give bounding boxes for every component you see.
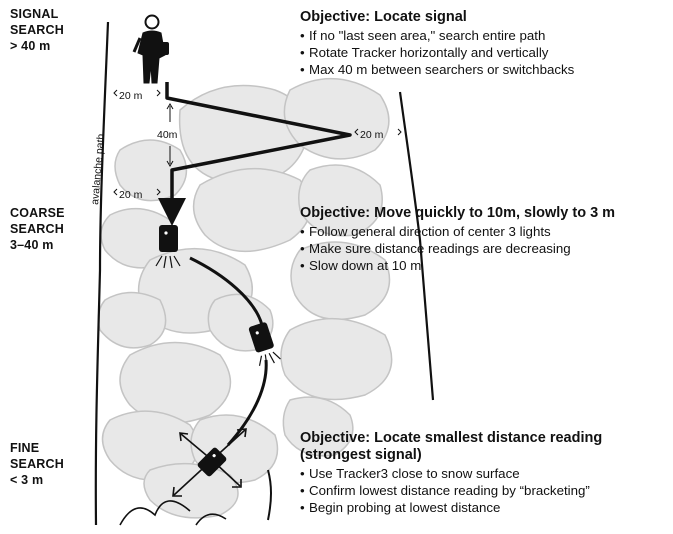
hiker-with-transceiver-icon (132, 14, 169, 84)
fine-approach-path (226, 359, 268, 447)
slope-edge-bottom-right (267, 469, 272, 521)
objective-bullet: Slow down at 10 m (300, 257, 672, 274)
spacing-label: 40m (157, 129, 178, 141)
transceiver-icon (155, 225, 181, 269)
distance-label-right: 20 m (360, 129, 384, 141)
objective-bullets: If no "last seen area," search entire pa… (300, 27, 672, 78)
spacing-indicator-40m (166, 103, 174, 167)
objective-bullet: Confirm lowest distance reading by “brac… (300, 482, 640, 499)
snow-surface-bottom (119, 500, 227, 526)
objective-title: Objective: Locate smallest distance read… (300, 430, 603, 463)
distance-label-lower-left: 20 m (119, 189, 143, 201)
objective-bullets: Use Tracker3 close to snow surface Confi… (300, 465, 640, 516)
objective-block-fine: Objective: Locate smallest distance read… (300, 430, 640, 516)
objective-bullet: Begin probing at lowest distance (300, 499, 640, 516)
objective-bullet: Use Tracker3 close to snow surface (300, 465, 640, 482)
objective-title: Objective: Move quickly to 10m, slowly t… (300, 205, 616, 221)
objective-bullets: Follow general direction of center 3 lig… (300, 223, 672, 274)
phase-label-coarse-search: COARSE SEARCH 3–40 m (10, 206, 65, 252)
objective-bullet: Follow general direction of center 3 lig… (300, 223, 672, 240)
objective-bullet: If no "last seen area," search entire pa… (300, 27, 672, 44)
phase-label-signal-search: SIGNAL SEARCH > 40 m (10, 7, 64, 53)
bracket-lower-left (113, 188, 161, 196)
coarse-search-path (189, 256, 264, 326)
avalanche-path-label: avalanche path (89, 133, 107, 205)
bracket-top-left (113, 89, 161, 97)
phase-label-fine-search: FINE SEARCH < 3 m (10, 441, 64, 487)
transceiver-icon (197, 447, 227, 477)
bracket-right (354, 128, 402, 136)
objective-bullet: Make sure distance readings are decreasi… (300, 240, 672, 257)
distance-label-top-left: 20 m (119, 90, 143, 102)
objective-block-coarse: Objective: Move quickly to 10m, slowly t… (300, 205, 672, 274)
switchback-search-path (158, 82, 352, 226)
objective-bullet: Max 40 m between searchers or switchback… (300, 61, 672, 78)
objective-bullet: Rotate Tracker horizontally and vertical… (300, 44, 672, 61)
avalanche-path-left-edge (94, 21, 110, 526)
objective-title: Objective: Locate signal (300, 9, 467, 25)
objective-block-signal: Objective: Locate signal If no "last see… (300, 9, 672, 78)
boulder-field (97, 77, 393, 519)
